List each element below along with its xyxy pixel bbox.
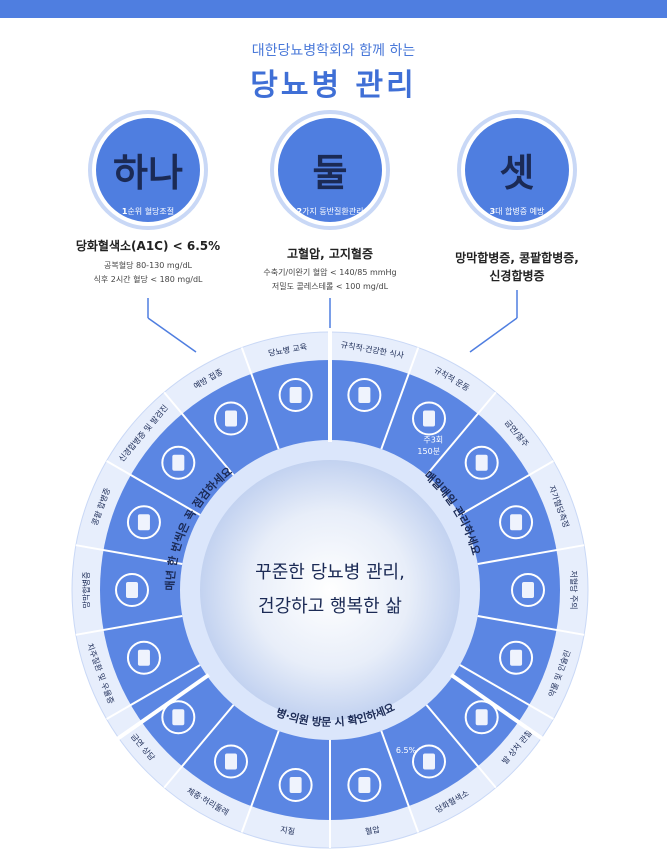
segment-note: 150분 (417, 447, 440, 456)
segment-divider (380, 730, 420, 833)
segment-divider (477, 615, 585, 636)
blood-pressure-icon (347, 767, 382, 802)
segment-divider (163, 704, 235, 789)
top-banner (0, 0, 667, 18)
goal-3-line-1: 신경합병증 (489, 268, 544, 283)
segment-label: 망막합병증 (81, 572, 91, 609)
segment-divider (240, 730, 280, 833)
vaccine-icon (214, 401, 248, 436)
hammer-search-icon (161, 445, 196, 480)
segment-label: 지질 (280, 825, 296, 836)
spoon-icon (347, 378, 382, 413)
segment-divider (240, 347, 280, 450)
segment-divider (425, 704, 497, 789)
svg-text:1순위 혈당조절: 1순위 혈당조절 (122, 206, 174, 216)
goal-circle-2: 둘 2가지 동반질환관리 (270, 110, 390, 230)
svg-text:3대 합병증 예방: 3대 합병증 예방 (490, 206, 545, 216)
heart-icon (126, 640, 161, 675)
segment-divider (459, 460, 554, 516)
test-tube-icon (278, 767, 313, 802)
scale-icon (214, 744, 248, 779)
goal-2-tag: 가지 동반질환관리 (302, 206, 363, 216)
segment-divider (75, 615, 183, 636)
glucose-meter-icon (499, 505, 534, 540)
no-smoking-sign-icon (161, 700, 196, 735)
goal-1-line-1: 공복혈당 80-130 mg/dL (104, 260, 193, 270)
goal-1-head: 당화혈색소(A1C) < 6.5% (76, 238, 220, 253)
segment-note: 주3회 (423, 436, 443, 445)
goal-circle-3: 셋 3대 합병증 예방 (457, 110, 577, 230)
segment-divider (75, 544, 183, 565)
segment-label: 저혈당 주의 (569, 570, 579, 609)
center-sky-circle: 꾸준한 당뇨병 관리, 건강하고 행복한 삶 (200, 460, 460, 720)
goal-1-tag-num: 1 (122, 207, 128, 216)
goal-2-line-2: 저밀도 콜레스테롤 < 100 mg/dL (272, 282, 389, 291)
notebook-icon (278, 378, 313, 413)
chart-drop-icon (412, 744, 446, 779)
segment-divider (163, 391, 235, 476)
goal-2-line-1: 수축기/이완기 혈압 < 140/85 mmHg (263, 267, 396, 277)
page-title: 당뇨병 관리 (250, 68, 417, 103)
segment-note: 6.5% (396, 746, 417, 755)
goal-3-tag: 대 합병증 예방 (495, 206, 545, 216)
warning-icon (511, 573, 545, 607)
no-smoking-icon (464, 445, 499, 480)
segment-divider (459, 664, 554, 720)
group-divider (450, 673, 546, 742)
segment-divider (477, 544, 585, 565)
goal-3-tag-num: 3 (490, 207, 496, 216)
dumbbell-icon (412, 401, 446, 436)
goal-3-number: 셋 (500, 151, 535, 195)
center-text-line-1: 꾸준한 당뇨병 관리, (255, 562, 405, 583)
goal-2-number: 둘 (313, 151, 348, 195)
group-divider (114, 673, 210, 742)
segment-divider (380, 347, 420, 450)
goal-3-head: 망막합병증, 콩팥합병증, (455, 250, 579, 265)
goal-1-connector-diag (147, 317, 197, 353)
kidney-icon (126, 505, 161, 540)
goal-1-number: 하나 (113, 151, 183, 195)
segment-divider (425, 391, 497, 476)
segment-divider (106, 664, 201, 720)
eye-icon (115, 573, 149, 607)
svg-text:2가지 동반질환관리: 2가지 동반질환관리 (296, 206, 363, 216)
center-text-line-2: 건강하고 행복한 삶 (258, 596, 402, 617)
segment-label: 혈압 (364, 824, 381, 837)
goal-1-line-2: 식후 2시간 혈당 < 180 mg/dL (93, 274, 203, 284)
syringe-pill-icon (499, 640, 534, 675)
foot-icon (464, 700, 499, 735)
goal-2-head: 고혈압, 고지혈증 (287, 246, 373, 261)
goal-2-tag-num: 2 (296, 207, 302, 216)
page-subtitle: 대한당뇨병학회와 함께 하는 (251, 43, 416, 59)
segment-divider (106, 460, 201, 516)
goal-3-connector-diag (469, 317, 518, 353)
goal-1-tag: 순위 혈당조절 (127, 206, 174, 216)
goal-circle-1: 하나 1순위 혈당조절 (88, 110, 208, 230)
